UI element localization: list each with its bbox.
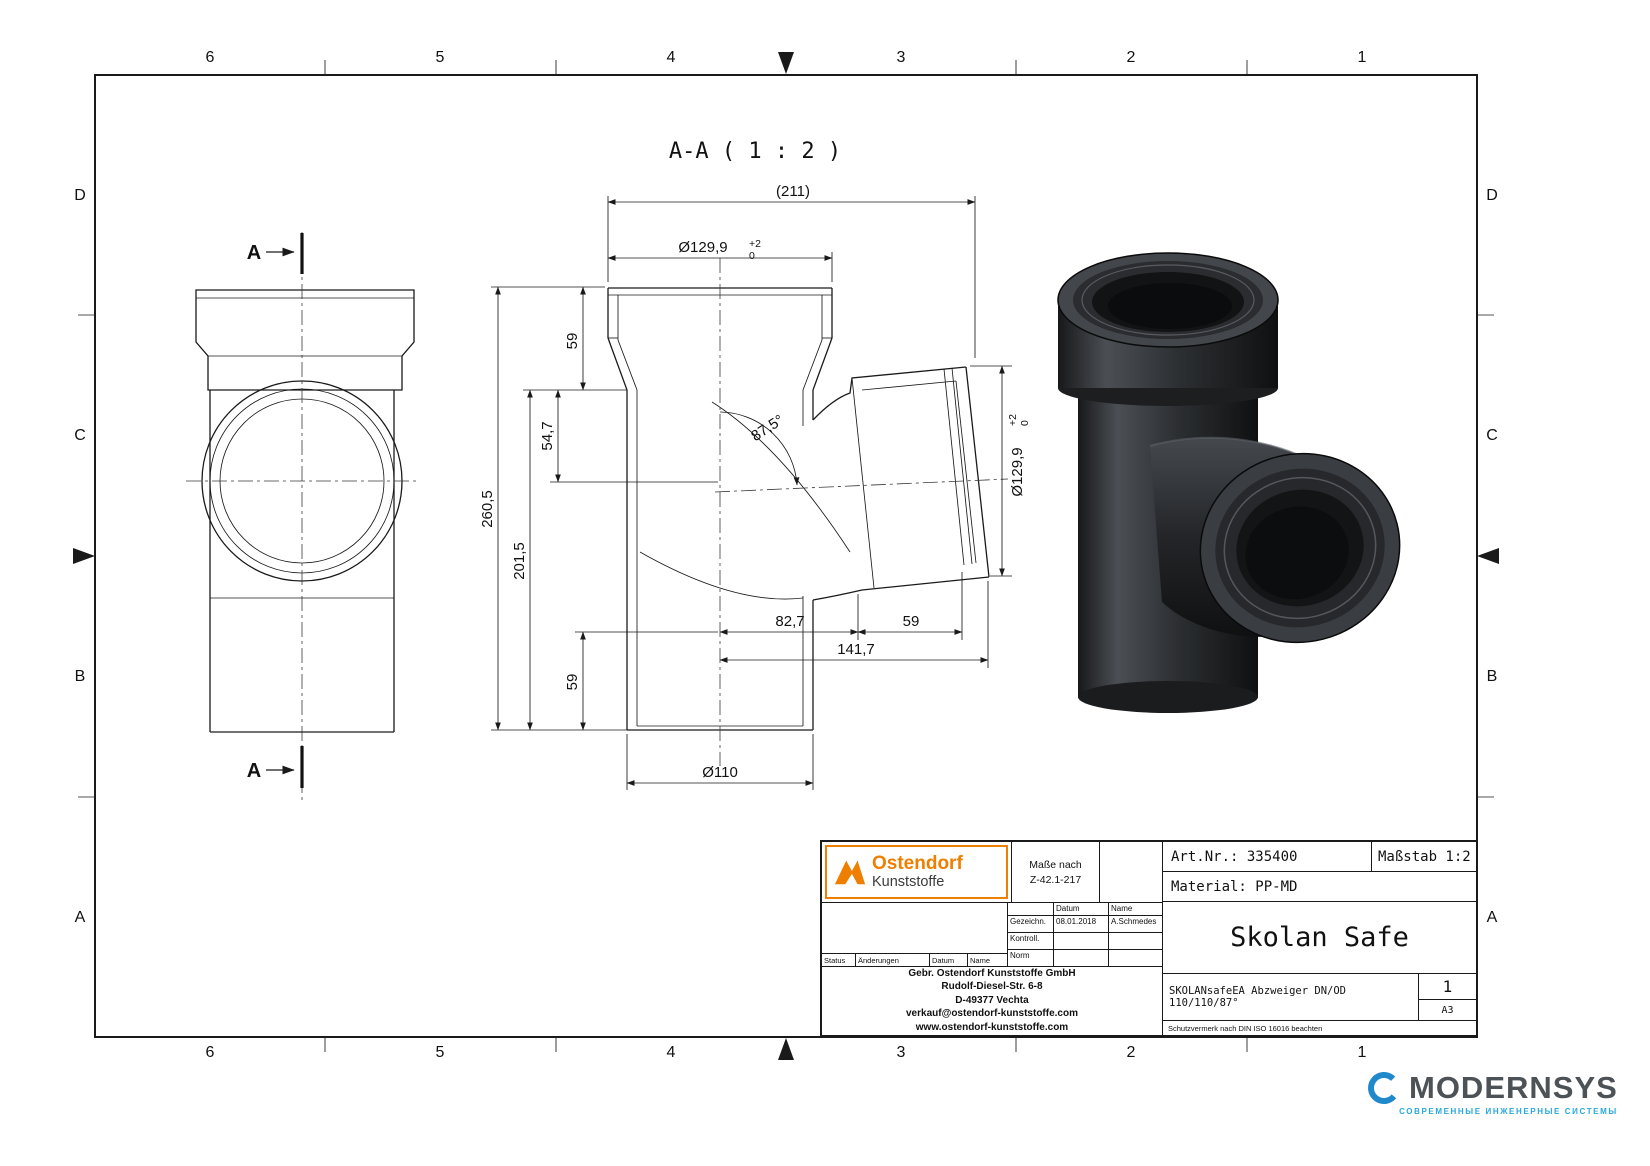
paper-format: A3: [1441, 1004, 1454, 1016]
dim-socket-dia: Ø129,9: [678, 239, 727, 256]
grid-row-label: C: [1486, 427, 1498, 444]
grid-col-label: 4: [667, 49, 676, 66]
dim-overall-width: (211): [776, 183, 810, 200]
render-3d: [1057, 252, 1401, 713]
col-header-datum: Datum: [1054, 903, 1109, 915]
name-label: Name: [970, 955, 991, 965]
grid-row-label: C: [74, 427, 86, 444]
company-line: Gebr. Ostendorf Kunststoffe GmbH: [908, 967, 1076, 979]
dim-socket-depth-top: 59: [564, 333, 581, 350]
watermark-subtitle: СОВРЕМЕННЫЕ ИНЖЕНЕРНЫЕ СИСТЕМЫ: [1399, 1107, 1618, 1116]
company-line: www.ostendorf-kunststoffe.com: [915, 1021, 1069, 1033]
grid-row-label: D: [1486, 187, 1498, 204]
revision-area: Status Änderungen Datum Name: [822, 903, 1008, 966]
grid-col-label: 1: [1358, 49, 1367, 66]
gezeichn-name: A.Schmedes: [1111, 917, 1157, 926]
aenderungen-label: Änderungen: [856, 954, 930, 966]
dim-socket-depth-bottom: 59: [564, 674, 581, 691]
sheet-number: 1: [1419, 974, 1476, 1000]
dim-offset-82-7: 82,7: [775, 613, 804, 630]
grid-col-label: 2: [1127, 49, 1136, 66]
logo-name: Ostendorf: [872, 853, 963, 874]
section-view-title: A-A ( 1 : 2 ): [669, 139, 841, 164]
product-name: Skolan Safe: [1163, 902, 1476, 974]
company-address: Gebr. Ostendorf Kunststoffe GmbH Rudolf-…: [822, 966, 1162, 1035]
kontroll-label: Kontroll.: [1008, 933, 1054, 949]
ostendorf-logo: Ostendorf Kunststoffe: [825, 845, 1008, 899]
approval-table: Datum Name Gezeichn. 08.01.2018 A.Schmed…: [1008, 903, 1162, 966]
scale: Maßstab 1:2: [1378, 848, 1471, 865]
grid-col-label: 4: [667, 1044, 676, 1061]
grid-labels: 6 5 4 3 2 1 6 5 4 3 2 1 D C B A D C B A: [74, 49, 1498, 1061]
dim-overall-height: 260,5: [479, 490, 496, 528]
sheet-frame: 6 5 4 3 2 1 6 5 4 3 2 1 D C B A D C B A: [73, 49, 1499, 1061]
company-logo-cell: Ostendorf Kunststoffe: [822, 842, 1012, 902]
company-line: verkauf@ostendorf-kunststoffe.com: [906, 1008, 1078, 1020]
section-view: [607, 258, 1009, 766]
gezeichn-datum: 08.01.2018: [1054, 916, 1109, 932]
grid-col-label: 2: [1127, 1044, 1136, 1061]
grid-col-label: 5: [436, 49, 445, 66]
section-cut-marks: A A: [247, 233, 304, 788]
dim-branch-length: 141,7: [837, 641, 875, 658]
part-description: SKOLANsafeEA Abzweiger DN/OD 110/110/87°: [1163, 974, 1419, 1020]
grid-row-label: B: [1487, 668, 1498, 685]
schutzvermerk-note: Schutzvermerk nach DIN ISO 16016 beachte…: [1168, 1023, 1323, 1033]
col-header-name: Name: [1111, 904, 1133, 913]
dim-branch-angle: 87,5°: [748, 412, 787, 445]
modernsys-watermark: MODERNSYS СОВРЕМЕННЫЕ ИНЖЕНЕРНЫЕ СИСТЕМЫ: [1366, 1070, 1618, 1116]
company-line: D-49377 Vechta: [955, 994, 1029, 1006]
grid-col-label: 6: [206, 49, 215, 66]
top-socket-opening: [1057, 252, 1279, 348]
front-view: A A: [186, 232, 418, 800]
dim-pipe-dia: Ø110: [702, 764, 738, 781]
empty-cell: [1100, 842, 1162, 902]
grid-row-label: B: [75, 668, 86, 685]
dim-branch-socket-depth: 59: [903, 613, 920, 630]
masse-nach-line2: Z-42.1-217: [1029, 873, 1082, 886]
dim-branch-tol-zero: 0: [1019, 420, 1031, 426]
material: Material: PP-MD: [1163, 872, 1476, 902]
grid-row-label: D: [74, 187, 86, 204]
watermark-name: MODERNSYS: [1409, 1070, 1618, 1105]
dim-offset-54-7: 54,7: [539, 421, 556, 450]
grid-col-label: 6: [206, 1044, 215, 1061]
status-label: Status: [822, 954, 856, 966]
centering-arrows: [73, 52, 1499, 1060]
masse-nach-cell: Maße nach Z-42.1-217: [1012, 842, 1100, 902]
grid-row-label: A: [1487, 909, 1498, 926]
branch-socket-opening: [1199, 452, 1401, 644]
grid-col-label: 3: [897, 49, 906, 66]
dimensions: (211) Ø129,9 +2 0 59 54,7 260,5 201,5 87…: [479, 183, 1031, 790]
company-line: Rudolf-Diesel-Str. 6-8: [941, 981, 1043, 993]
dim-body-height: 201,5: [511, 542, 528, 580]
article-number: Art.Nr.: 335400: [1163, 842, 1372, 871]
gezeichn-label: Gezeichn.: [1008, 916, 1054, 932]
ostendorf-logo-icon: [834, 860, 866, 885]
dim-tol-plus: +2: [749, 238, 761, 250]
logo-subtitle: Kunststoffe: [872, 874, 945, 890]
section-label-top: A: [247, 242, 261, 264]
grid-col-label: 3: [897, 1044, 906, 1061]
grid-row-label: A: [75, 909, 86, 926]
datum-label: Datum: [930, 954, 968, 966]
modernsys-logo-icon: [1368, 1072, 1400, 1104]
title-block: Ostendorf Kunststoffe Maße nach Z-42.1-2…: [820, 840, 1478, 1037]
dim-branch-socket-dia: Ø129,9: [1009, 447, 1026, 496]
section-label-bottom: A: [247, 760, 261, 782]
norm-label: Norm: [1008, 950, 1054, 966]
grid-col-label: 1: [1358, 1044, 1367, 1061]
masse-nach-line1: Maße nach: [1029, 858, 1082, 871]
grid-col-label: 5: [436, 1044, 445, 1061]
dim-branch-tol-plus: +2: [1007, 414, 1019, 426]
dim-tol-zero: 0: [749, 250, 755, 262]
